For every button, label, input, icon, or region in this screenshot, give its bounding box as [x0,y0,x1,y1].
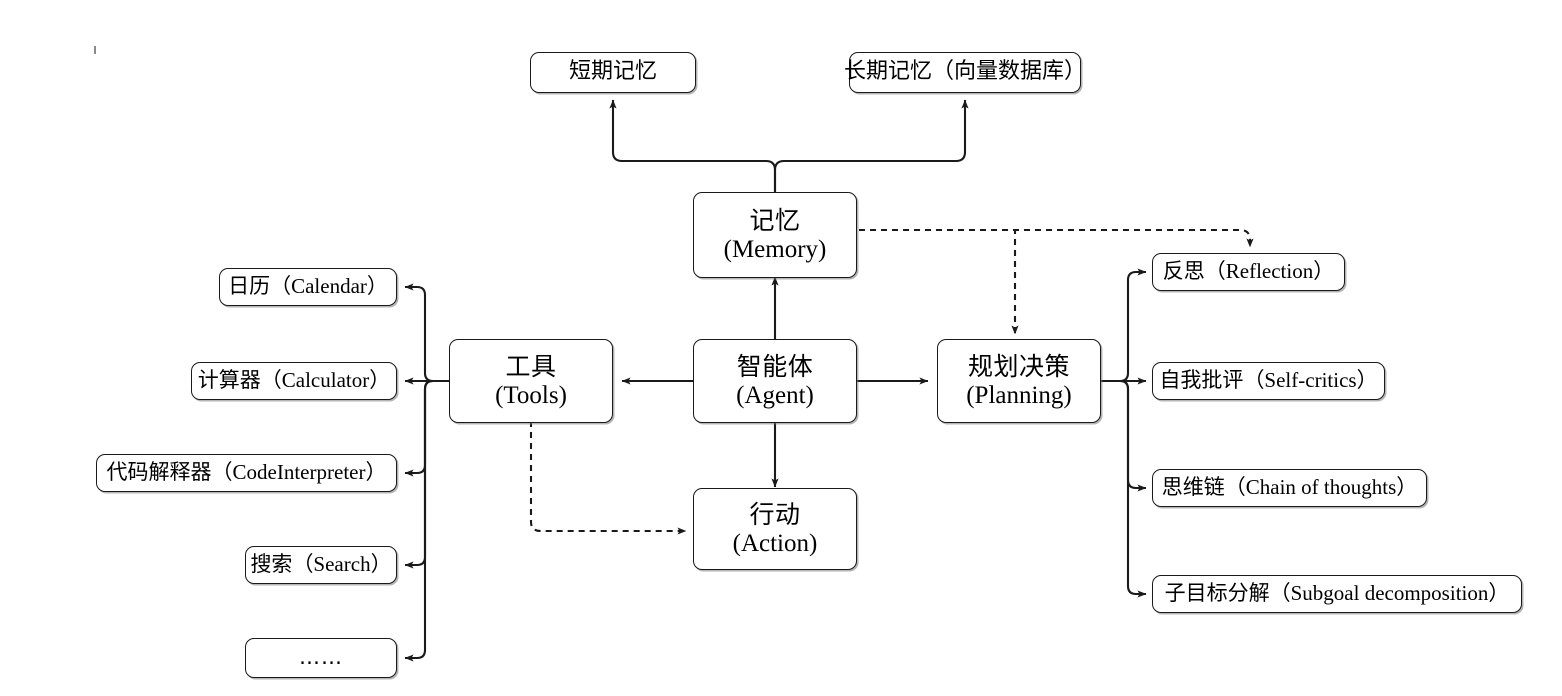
node-subgoal-decomposition[interactable]: 子目标分解 （Subgoal decomposition） [1152,575,1522,613]
node-label-cn: 记忆 [749,205,801,235]
node-label-cn: 代码解释器 [106,460,212,485]
node-label-cn: 长期记忆（向量数据库） [844,59,1087,85]
node-label-cn: 日历 [228,274,271,299]
edge-planning-to-reflection [1101,268,1147,383]
node-search[interactable]: 搜索 （Search） [245,546,397,584]
node-self-critics[interactable]: 自我批评 （Self-critics） [1152,362,1385,400]
node-label-cn: 智能体 [736,351,814,381]
edge-memory-to-short-term [609,99,777,193]
node-label-en: （Chain of thoughts） [1224,475,1418,500]
node-calendar[interactable]: 日历 （Calendar） [219,268,397,306]
edge-memory-to-planning-dashed [859,228,1019,335]
node-action[interactable]: 行动 (Action) [693,488,857,570]
node-planning[interactable]: 规划决策 (Planning) [937,339,1101,423]
edge-tools-to-action-dashed [529,421,687,535]
node-label-cn: 思维链 [1161,475,1225,500]
edge-memory-to-reflection-dashed [859,228,1254,248]
node-code-interpreter[interactable]: 代码解释器 （CodeInterpreter） [96,454,397,492]
node-label-en: (Planning) [966,381,1072,409]
node-label-cn: 自我批评 [1159,368,1244,393]
node-label-ellipsis: …… [299,645,343,670]
node-more-tools[interactable]: …… [245,638,397,678]
node-label-en: （Calculator） [260,368,391,393]
node-label-en: (Memory) [723,235,827,263]
node-label-cn: 计算器 [197,368,261,393]
node-memory[interactable]: 记忆 (Memory) [693,192,857,278]
node-label-en: （Reflection） [1204,259,1335,284]
node-short-term-memory[interactable]: 短期记忆 [530,52,696,93]
node-label-cn: 搜索 [250,552,293,577]
edge-tools-to-calendar [404,283,449,383]
node-label-en: （Subgoal decomposition） [1269,581,1510,606]
edge-tools-to-more [404,379,449,662]
node-label-en: （Search） [292,552,392,577]
node-label-en: (Action) [732,529,818,557]
node-chain-of-thoughts[interactable]: 思维链 （Chain of thoughts） [1152,469,1427,507]
node-agent[interactable]: 智能体 (Agent) [693,339,857,423]
node-label-cn: 规划决策 [967,351,1070,381]
node-label-cn: 短期记忆 [568,59,657,85]
node-tools[interactable]: 工具 (Tools) [449,339,613,423]
node-label-cn: 反思 [1162,259,1205,284]
node-label-cn: 子目标分解 [1164,581,1270,606]
node-label-en: （Self-critics） [1243,368,1378,393]
edge-memory-to-long-term [773,99,969,193]
node-long-term-memory[interactable]: 长期记忆（向量数据库） [844,52,1086,93]
node-label-en: （Calendar） [270,274,388,299]
node-label-cn: 工具 [505,351,557,381]
node-reflection[interactable]: 反思 （Reflection） [1152,253,1345,291]
corner-tick-mark [94,46,96,54]
node-calculator[interactable]: 计算器 （Calculator） [191,362,397,400]
node-label-en: (Agent) [736,381,814,409]
node-label-en: (Tools) [495,381,567,409]
edge-tools-to-code-interpreter [404,379,449,477]
node-label-cn: 行动 [749,499,801,529]
edge-planning-to-chain-of-thoughts [1101,379,1147,492]
node-label-en: （CodeInterpreter） [211,460,387,485]
edge-planning-to-subgoal [1101,379,1147,598]
